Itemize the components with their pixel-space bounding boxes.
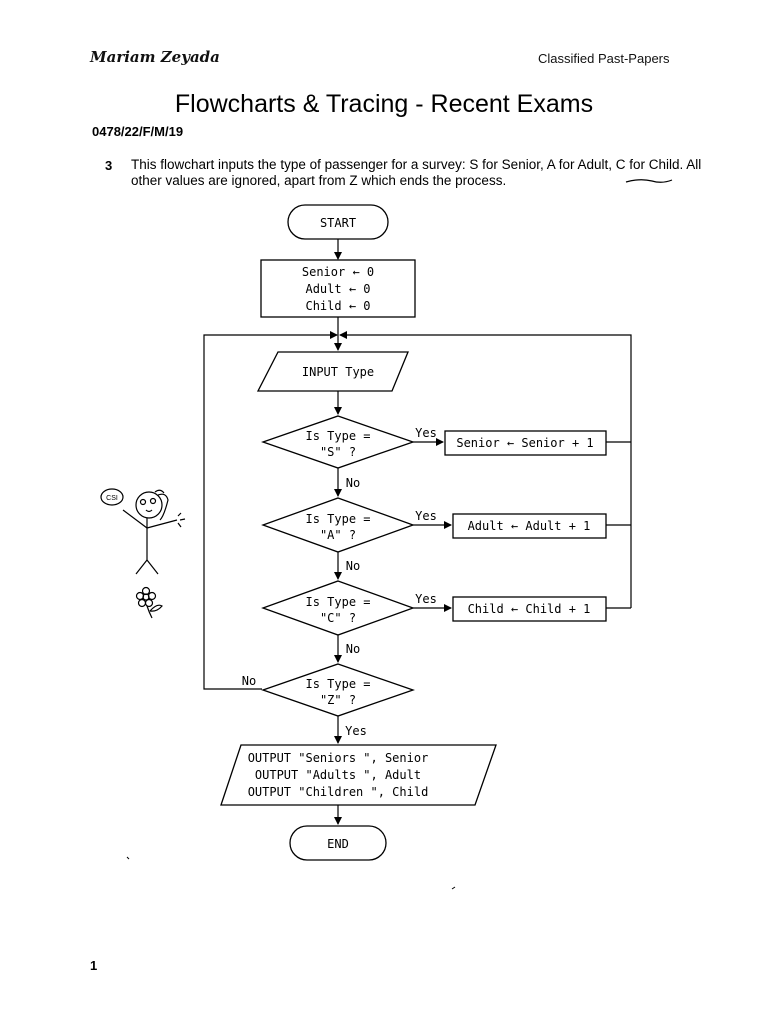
child-increment-label: Child ← Child + 1 [468, 602, 591, 616]
init-line-1: Senior ← 0 [302, 265, 374, 279]
start-label: START [320, 216, 356, 230]
init-process-box [260, 259, 416, 318]
stray-mark [451, 886, 456, 890]
output-line-2: OUTPUT "Adults ", Adult [255, 768, 421, 782]
decision-c-line2: "C" ? [320, 611, 356, 625]
adult-increment-box [452, 513, 607, 539]
decision-s-no-label: No [346, 476, 360, 490]
output-line-3: OUTPUT "Children ", Child [248, 785, 429, 799]
loop-back-left [203, 331, 338, 690]
decision-c-no-label: No [346, 642, 360, 656]
child-increment-box [452, 596, 607, 622]
decision-a-yes-label: Yes [415, 509, 437, 523]
page-number: 1 [90, 958, 98, 973]
output-parallelogram [220, 744, 497, 806]
speech-bubble-text: CSI [106, 495, 118, 502]
decision-c-yes-label: Yes [415, 592, 437, 606]
question-number: 3 [105, 158, 113, 173]
loop-back-right [339, 331, 632, 608]
stray-mark [126, 856, 130, 860]
decision-a-line1: Is Type = [305, 512, 370, 526]
senior-increment-label: Senior ← Senior + 1 [456, 436, 593, 450]
question-text: This flowchart inputs the type of passen… [131, 157, 702, 188]
decision-a-no-label: No [346, 559, 360, 573]
paper-code: 0478/22/F/M/19 [92, 124, 184, 139]
input-parallelogram [256, 351, 409, 392]
decision-z-line2: "Z" ? [320, 693, 356, 707]
author-name: Mariam Zeyada [90, 48, 220, 66]
decision-z-line1: Is Type = [305, 677, 370, 691]
handwritten-underline [625, 179, 673, 183]
decision-s-line2: "S" ? [320, 445, 356, 459]
decision-a-line2: "A" ? [320, 528, 356, 542]
init-line-3: Child ← 0 [305, 299, 370, 313]
flower-doodle [135, 586, 163, 619]
end-label: END [327, 837, 349, 851]
senior-increment-box [444, 430, 607, 456]
init-line-2: Adult ← 0 [305, 282, 370, 296]
stick-figure-doodle: CSI [100, 488, 186, 575]
end-terminator [289, 825, 387, 861]
series-label: Classified Past-Papers [538, 51, 670, 66]
decision-z-no-label: No [242, 674, 256, 688]
page-title: Flowcharts & Tracing - Recent Exams [174, 90, 594, 118]
decision-c-line1: Is Type = [305, 595, 370, 609]
decision-s-line1: Is Type = [305, 429, 370, 443]
input-label: INPUT Type [302, 365, 374, 379]
output-line-1: OUTPUT "Seniors ", Senior [248, 751, 429, 765]
decision-s-yes-label: Yes [415, 426, 437, 440]
adult-increment-label: Adult ← Adult + 1 [468, 519, 591, 533]
decision-z-yes-label: Yes [345, 724, 367, 738]
